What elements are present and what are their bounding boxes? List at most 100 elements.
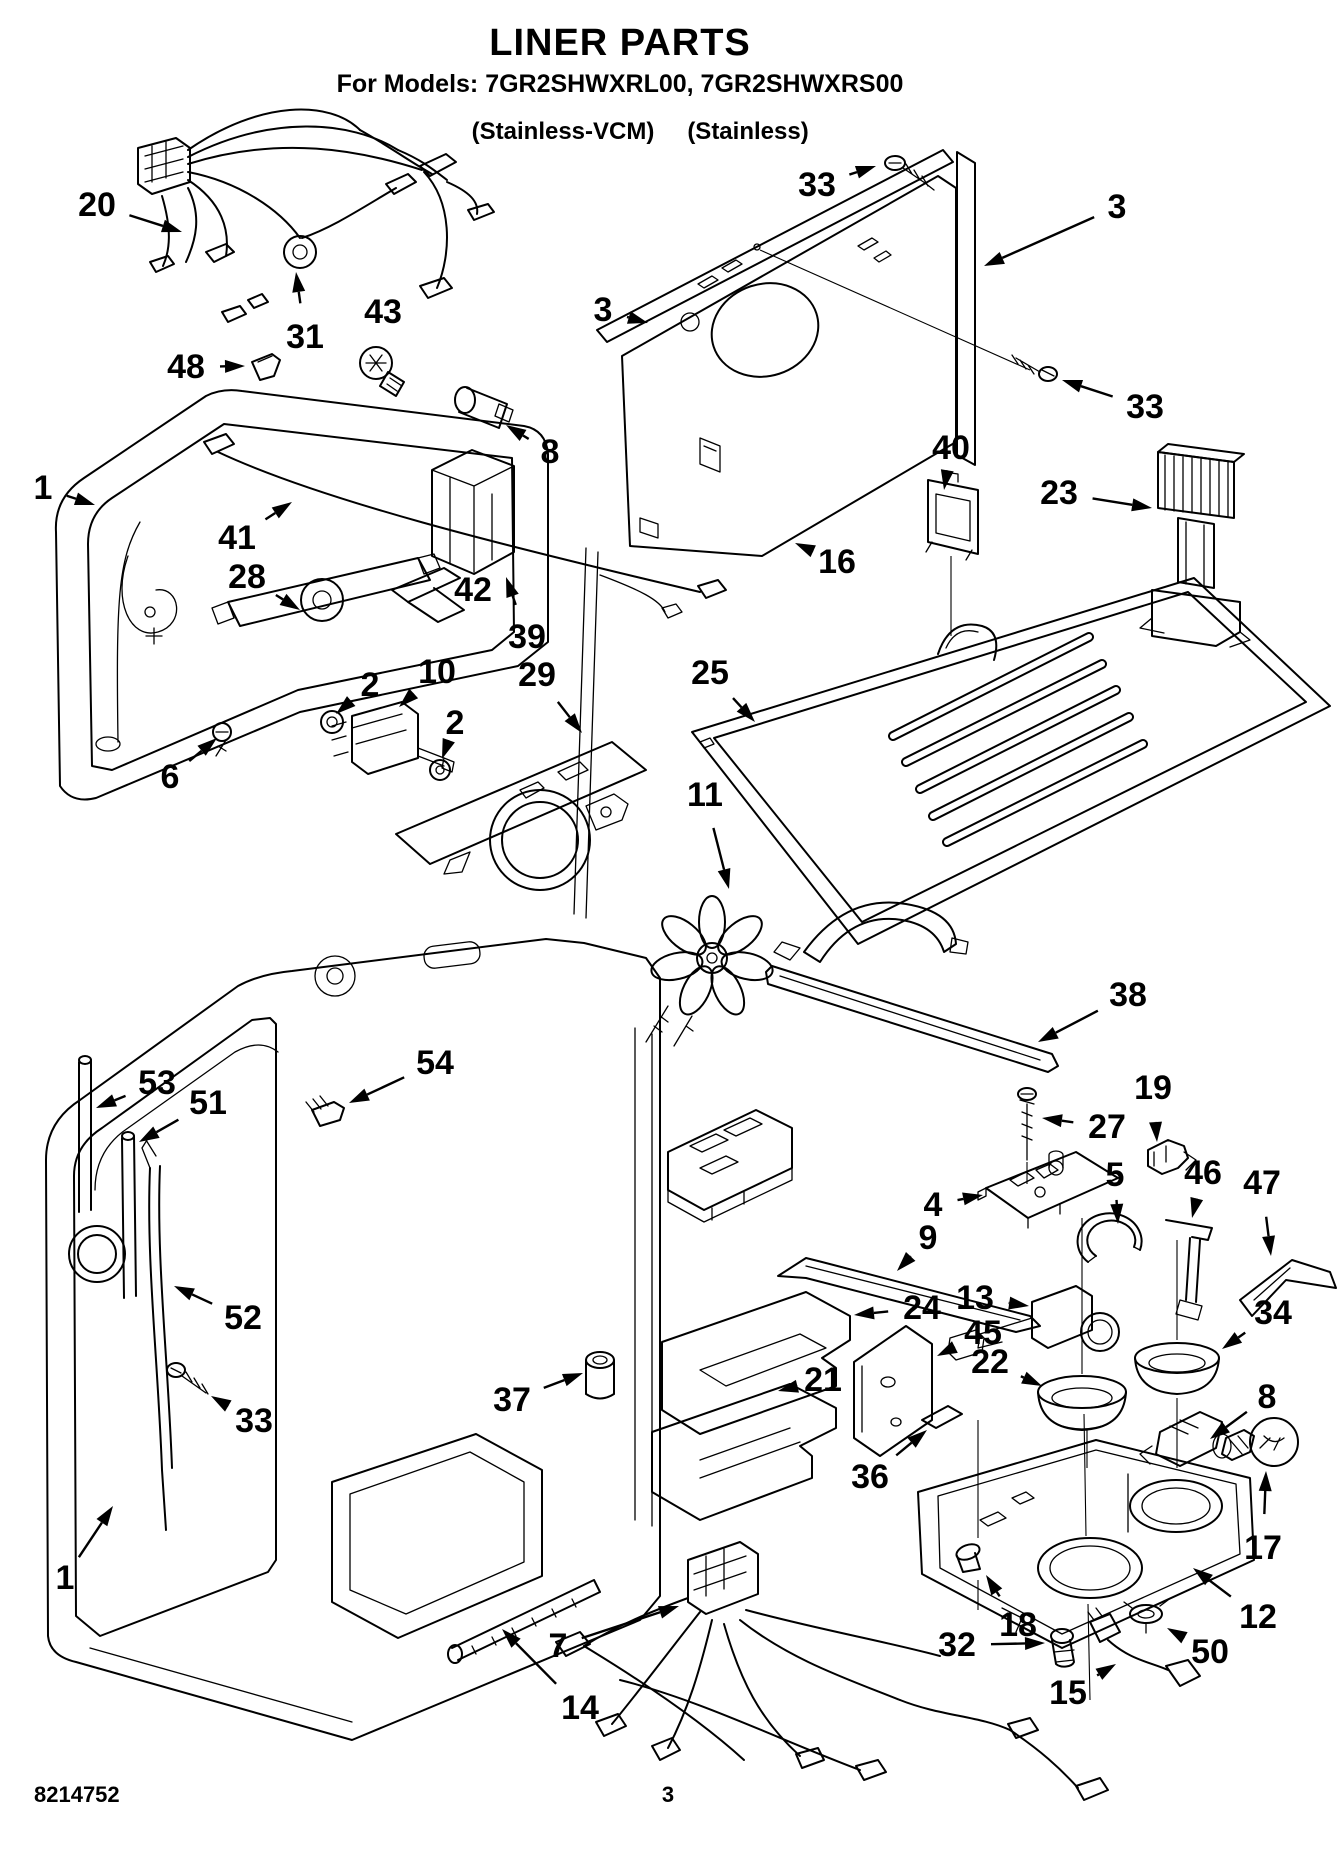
grommet-part-50 bbox=[1123, 1599, 1169, 1634]
harness-part-15 bbox=[1087, 1607, 1201, 1687]
callout-16: 16 bbox=[795, 543, 856, 581]
callout-2: 2 bbox=[336, 666, 379, 714]
callout-17: 17 bbox=[1244, 1471, 1282, 1567]
callout-10: 10 bbox=[399, 653, 456, 707]
tube-part-14 bbox=[447, 1579, 601, 1664]
page-title: LINER PARTS bbox=[489, 22, 751, 64]
bowl-part-22 bbox=[1037, 1375, 1127, 1431]
liner-pillar-lines bbox=[573, 547, 599, 919]
svg-text:7: 7 bbox=[549, 1627, 568, 1665]
coiled-tube bbox=[68, 1225, 126, 1283]
callout-41: 41 bbox=[218, 502, 292, 557]
pin-part-46 bbox=[1165, 1219, 1213, 1321]
lamp-socket-part-8-bottom bbox=[1139, 1411, 1232, 1467]
callout-3: 3 bbox=[984, 188, 1126, 266]
light-bulb-part-17 bbox=[1221, 1417, 1299, 1467]
freezer-liner-part-1 bbox=[54, 389, 549, 801]
svg-text:21: 21 bbox=[804, 1361, 842, 1399]
svg-text:50: 50 bbox=[1191, 1633, 1229, 1671]
document-number: 8214752 bbox=[34, 1782, 120, 1807]
wire-harness-part bbox=[137, 108, 495, 323]
callout-22: 22 bbox=[971, 1343, 1042, 1386]
drain-tray-part-25 bbox=[691, 577, 1331, 945]
svg-text:54: 54 bbox=[416, 1044, 454, 1082]
callout-1: 1 bbox=[34, 469, 95, 507]
callout-15: 15 bbox=[1049, 1664, 1116, 1712]
page-header: LINER PARTS For Models: 7GR2SHWXRL00, 7G… bbox=[280, 22, 960, 99]
clip-part-5 bbox=[1076, 1212, 1143, 1263]
svg-text:10: 10 bbox=[418, 653, 456, 691]
svg-text:17: 17 bbox=[1244, 1529, 1282, 1567]
models-line: For Models: 7GR2SHWXRL00, 7GR2SHWXRS00 bbox=[336, 69, 904, 98]
svg-text:52: 52 bbox=[224, 1299, 262, 1337]
damper-control-part-23 bbox=[1139, 443, 1251, 648]
light-bulb-part-43 bbox=[359, 346, 405, 397]
svg-text:46: 46 bbox=[1184, 1154, 1222, 1192]
svg-text:33: 33 bbox=[235, 1402, 273, 1440]
fan-blade-part-11 bbox=[645, 895, 774, 1047]
callout-37: 37 bbox=[493, 1373, 583, 1419]
cover-part-39 bbox=[431, 449, 515, 575]
callout-24: 24 bbox=[854, 1289, 941, 1327]
callout-21: 21 bbox=[778, 1361, 842, 1399]
callout-23: 23 bbox=[1040, 474, 1152, 512]
wire-harness-part-7 bbox=[555, 1541, 1109, 1801]
svg-text:3: 3 bbox=[594, 291, 613, 329]
callout-47: 47 bbox=[1243, 1164, 1281, 1256]
svg-text:13: 13 bbox=[956, 1279, 994, 1317]
svg-text:48: 48 bbox=[167, 348, 205, 386]
svg-text:15: 15 bbox=[1049, 1674, 1087, 1712]
bracket-part-47 bbox=[1239, 1259, 1337, 1317]
callout-50: 50 bbox=[1167, 1628, 1229, 1671]
tube-part-53 bbox=[78, 1055, 92, 1213]
callout-18: 18 bbox=[986, 1575, 1037, 1644]
support-part-38 bbox=[765, 901, 1059, 1073]
callout-7: 7 bbox=[549, 1606, 679, 1665]
svg-text:6: 6 bbox=[161, 758, 180, 796]
svg-text:37: 37 bbox=[493, 1381, 531, 1419]
callout-2: 2 bbox=[442, 704, 464, 759]
svg-text:16: 16 bbox=[818, 543, 856, 581]
callout-28: 28 bbox=[228, 558, 300, 610]
strip-part-9 bbox=[777, 1257, 1041, 1333]
callout-34: 34 bbox=[1222, 1294, 1292, 1349]
callout-4: 4 bbox=[924, 1186, 983, 1224]
callout-33: 33 bbox=[798, 165, 876, 204]
svg-text:41: 41 bbox=[218, 519, 256, 557]
lamp-socket-31 bbox=[283, 235, 317, 269]
callout-38: 38 bbox=[1038, 976, 1147, 1042]
svg-text:12: 12 bbox=[1239, 1598, 1277, 1636]
svg-text:14: 14 bbox=[561, 1689, 599, 1727]
callout-5: 5 bbox=[1106, 1156, 1125, 1224]
svg-text:45: 45 bbox=[964, 1314, 1002, 1352]
svg-text:42: 42 bbox=[454, 571, 492, 609]
callout-32: 32 bbox=[938, 1626, 1045, 1664]
svg-text:51: 51 bbox=[189, 1084, 227, 1122]
callout-3: 3 bbox=[594, 291, 648, 329]
svg-text:4: 4 bbox=[924, 1186, 943, 1224]
callout-8: 8 bbox=[506, 425, 559, 471]
callout-48: 48 bbox=[167, 348, 245, 386]
tube-part-51 bbox=[121, 1131, 137, 1299]
svg-text:20: 20 bbox=[78, 186, 116, 224]
callout-42: 42 bbox=[454, 571, 492, 609]
bulb-part-32 bbox=[1050, 1628, 1075, 1668]
svg-text:2: 2 bbox=[446, 704, 465, 742]
svg-text:11: 11 bbox=[687, 776, 723, 814]
svg-text:28: 28 bbox=[228, 558, 266, 596]
fan-motor-part-10 bbox=[331, 701, 455, 775]
callout-9: 9 bbox=[897, 1219, 937, 1271]
callout-25: 25 bbox=[691, 654, 755, 722]
svg-text:8: 8 bbox=[1258, 1378, 1277, 1416]
finish-label-vcm: (Stainless-VCM) bbox=[471, 118, 655, 145]
callout-40: 40 bbox=[932, 429, 970, 490]
air-housing-part-26 bbox=[667, 1109, 793, 1223]
control-board-part-4 bbox=[977, 1150, 1119, 1229]
callout-1: 1 bbox=[56, 1506, 113, 1597]
callout-11: 11 bbox=[687, 776, 731, 889]
svg-text:5: 5 bbox=[1106, 1156, 1125, 1194]
svg-text:40: 40 bbox=[932, 429, 970, 467]
plate-part-45 bbox=[853, 1325, 933, 1457]
callout-13: 13 bbox=[956, 1279, 1029, 1317]
